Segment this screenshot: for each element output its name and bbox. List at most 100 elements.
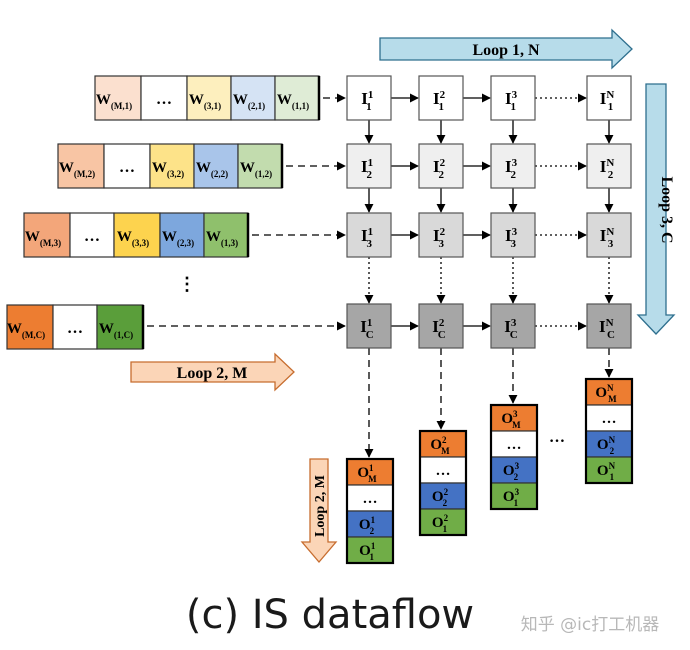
pe-box (418, 143, 464, 189)
pe-box (418, 75, 464, 121)
weight-label: … (156, 91, 172, 108)
loop2v-label: Loop 2, M (313, 475, 328, 537)
weight-label-base: W (277, 92, 292, 108)
caption: (c) IS dataflow (186, 592, 474, 638)
weight-label-sub: (3,1) (204, 101, 221, 111)
weight-label-sub: (1,3) (221, 238, 238, 248)
weight-label-base: W (25, 229, 40, 245)
weight-label: W(M,2) (59, 160, 95, 179)
weight-label-base: W (152, 160, 167, 176)
weight-label-sub: (1,C) (114, 330, 133, 340)
weight-cell (140, 75, 188, 121)
pe-label-base: I (361, 157, 368, 176)
pe-label-base: I (600, 89, 607, 108)
output-label-sup: 1 (371, 515, 376, 525)
output-stack-border (584, 377, 634, 485)
output-label-sub: M (441, 446, 450, 456)
pe-label-sup: 2 (440, 226, 446, 238)
weight-label-sub: (2,2) (211, 169, 228, 179)
loop2v-arrow (300, 458, 338, 564)
weight-label-base: W (206, 229, 221, 245)
pe-label-sup: 1 (367, 317, 373, 329)
output-label-base: O (597, 437, 609, 453)
output-label-sub: M (512, 420, 521, 430)
weight-label: W(1,1) (277, 92, 309, 111)
output-label-sup: 1 (369, 463, 374, 473)
watermark: 知乎 @ic打工机器 (521, 615, 659, 635)
output-label-base: O (595, 385, 607, 401)
output-label-base: O (359, 543, 371, 559)
weight-label-sub: (M,2) (74, 169, 95, 179)
pe-label-sub: C (438, 329, 446, 341)
output-cell (346, 510, 394, 538)
weight-buffers: W(M,1)…W(3,1)W(2,1)W(1,1)W(M,2)…W(3,2)W(… (6, 75, 321, 350)
weight-cell (203, 212, 249, 258)
pe-label-sub: 2 (438, 169, 444, 181)
output-cell (585, 456, 633, 484)
weight-label-base: W (189, 92, 204, 108)
pe-box (490, 75, 536, 121)
output-label-sup: 2 (444, 487, 449, 497)
pe-box (586, 212, 632, 258)
weight-cell (57, 143, 105, 189)
weight-label-base: W (96, 92, 111, 108)
pe-box (346, 143, 392, 189)
output-label-sub: 2 (370, 526, 375, 536)
pe-label-sup: 1 (368, 89, 373, 101)
output-label-base: O (597, 463, 609, 479)
weight-label: W(3,2) (152, 160, 184, 179)
output-stack-border (345, 457, 395, 565)
weight-label-base: W (7, 321, 22, 337)
output-label-sub: 2 (443, 498, 448, 508)
output-label-sup: 3 (513, 409, 518, 419)
weight-cell (159, 212, 205, 258)
weight-cell (237, 143, 283, 189)
pe-label-sup: 3 (512, 89, 518, 101)
output-cell (346, 484, 394, 512)
pe-box (346, 212, 392, 258)
output-stack-border (489, 403, 539, 511)
pe-label-sub: C (607, 329, 615, 341)
weight-label: W(3,3) (117, 229, 149, 248)
output-cell (490, 430, 538, 458)
weight-label-base: … (67, 320, 83, 337)
output-label-base: O (501, 411, 513, 427)
output-label-sub: M (368, 474, 377, 484)
weight-label: W(2,3) (162, 229, 194, 248)
pe-label-sub: 3 (366, 238, 372, 250)
weight-cell (69, 212, 115, 258)
output-label-sub: M (608, 394, 617, 404)
output-label-sup: 3 (515, 487, 520, 497)
pe-label-sup: 1 (368, 157, 374, 169)
loop3-label: Loop 3, C (658, 176, 675, 243)
labels: (c) IS dataflow 知乎 @ic打工机器 (186, 592, 659, 638)
weight-cell (113, 212, 161, 258)
loop2-label: Loop 2, M (177, 365, 248, 382)
pe-label-sup: N (606, 317, 614, 329)
output-label-base: O (432, 515, 444, 531)
pe-label-sub: 3 (510, 238, 516, 250)
weight-label-base: W (99, 321, 114, 337)
pe-label-sub: C (510, 329, 518, 341)
pe-label-sub: 1 (438, 101, 444, 113)
weight-row-vdots: ⋮ (178, 274, 196, 294)
output-cell (490, 482, 538, 510)
output-stack-border (418, 429, 468, 537)
pe-label-base: I (599, 317, 606, 336)
pe-label-sup: 3 (511, 317, 517, 329)
output-label: … (507, 437, 522, 453)
weight-label: W(1,3) (206, 229, 238, 248)
output-label-sub: 1 (610, 472, 615, 482)
